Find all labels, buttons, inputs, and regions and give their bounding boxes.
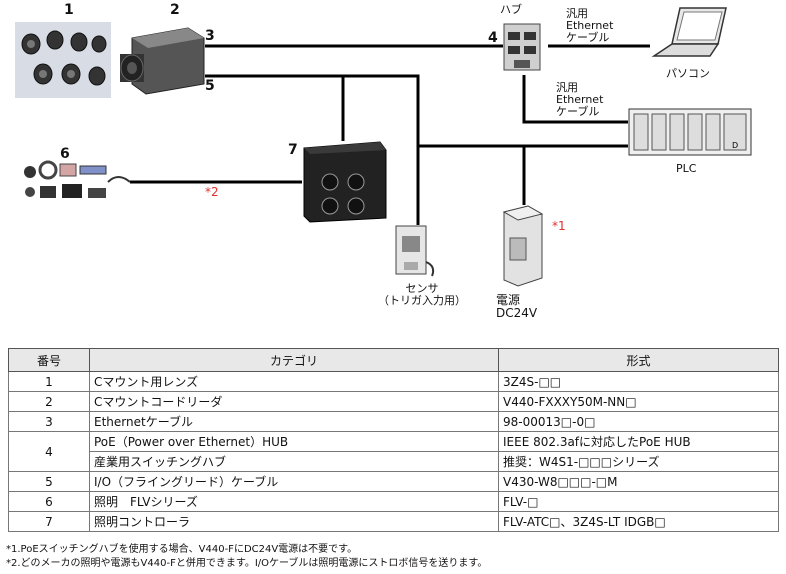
light-controller [300, 138, 388, 224]
laptop-pc [650, 6, 730, 62]
io-cable-5 [205, 74, 420, 225]
label-num-7: 7 [288, 142, 298, 158]
cell-model: FLV-□ [498, 491, 779, 512]
cell-model: 3Z4S-□□ [498, 371, 779, 392]
cell-category: 照明コントローラ [89, 511, 499, 532]
label-num-2: 2 [170, 2, 180, 18]
table-row: 3 Ethernetケーブル 98-00013□-0□ [8, 411, 779, 432]
note-mark-2: *2 [205, 185, 219, 199]
cell-model: 98-00013□-0□ [498, 411, 779, 432]
wiring-diagram [130, 44, 650, 225]
lens-group [15, 22, 111, 98]
label-num-5: 5 [205, 78, 215, 94]
ethernet-cable-plc [522, 75, 628, 124]
sensor-label: センサ （トリガ入力用） [378, 282, 466, 307]
plc-device: D [628, 108, 752, 156]
cell-no: 2 [8, 391, 90, 412]
table-row: 5 I/O（フライングリード）ケーブル V430-W8□□□-□M [8, 471, 779, 492]
cell-model: V430-W8□□□-□M [498, 471, 779, 492]
cell-no: 7 [8, 511, 90, 532]
header-no: 番号 [8, 348, 90, 372]
label-num-6: 6 [60, 146, 70, 162]
footnotes: *1.PoEスイッチングハブを使用する場合、V440-FにDC24V電源は不要で… [6, 543, 487, 571]
cell-category: Cマウント用レンズ [89, 371, 499, 392]
spec-table: 番号 カテゴリ 形式 1 Cマウント用レンズ 3Z4S-□□ 2 Cマウントコー… [8, 348, 779, 532]
plc-label: PLC [676, 162, 697, 175]
svg-text:D: D [732, 141, 738, 150]
table-row: 産業用スイッチングハブ 推奨：W4S1-□□□シリーズ [9, 451, 779, 472]
trigger-sensor [392, 222, 438, 278]
table-header-row: 番号 カテゴリ 形式 [8, 348, 779, 372]
hub-device [500, 18, 546, 74]
label-num-1: 1 [64, 2, 74, 18]
cell-category: PoE（Power over Ethernet）HUB [89, 431, 499, 452]
power-supply [498, 204, 546, 288]
footnote-2: *2.どのメーカの照明や電源もV440-Fと併用できます。I/Oケーブルは照明電… [6, 558, 488, 569]
table-row: 1 Cマウント用レンズ 3Z4S-□□ [8, 371, 779, 392]
cell-no: 4 [8, 431, 90, 472]
cell-no: 5 [8, 471, 90, 492]
cell-model: FLV-ATC□、3Z4S-LT IDGB□ [498, 511, 779, 532]
power-label: 電源 DC24V [496, 293, 538, 320]
cell-category: Ethernetケーブル [89, 411, 499, 432]
cell-category: Cマウントコードリーダ [89, 391, 499, 412]
cell-no: 3 [8, 411, 90, 432]
table-row: 6 照明 FLVシリーズ FLV-□ [8, 491, 779, 512]
table-row: 2 Cマウントコードリーダ V440-FXXXY50M-NN□ [8, 391, 779, 412]
hub-label: ハブ [500, 3, 522, 16]
cell-no: 1 [8, 371, 90, 392]
label-num-3: 3 [205, 28, 215, 44]
footnote-1: *1.PoEスイッチングハブを使用する場合、V440-FにDC24V電源は不要で… [6, 544, 358, 555]
cell-category: 産業用スイッチングハブ [89, 451, 499, 472]
note-mark-1: *1 [552, 219, 566, 233]
label-num-4: 4 [488, 30, 498, 46]
cell-category: 照明 FLVシリーズ [89, 491, 499, 512]
cell-category: I/O（フライングリード）ケーブル [89, 471, 499, 492]
cell-model: 推奨：W4S1-□□□シリーズ [498, 451, 779, 472]
header-category: カテゴリ [89, 348, 499, 372]
cell-no: 6 [8, 491, 90, 512]
lighting-group [22, 160, 132, 202]
cell-model: V440-FXXXY50M-NN□ [498, 391, 779, 412]
code-reader [118, 24, 206, 96]
table-row: 7 照明コントローラ FLV-ATC□、3Z4S-LT IDGB□ [8, 511, 779, 532]
cable-label-top: 汎用 Ethernet ケーブル [566, 7, 614, 44]
cable-label-mid: 汎用 Ethernet ケーブル [556, 81, 604, 118]
table-row: 4 PoE（Power over Ethernet）HUB IEEE 802.3… [8, 431, 779, 472]
cell-model: IEEE 802.3afに対応したPoE HUB [498, 431, 779, 452]
pc-label: パソコン [666, 67, 710, 80]
header-model: 形式 [498, 348, 779, 372]
